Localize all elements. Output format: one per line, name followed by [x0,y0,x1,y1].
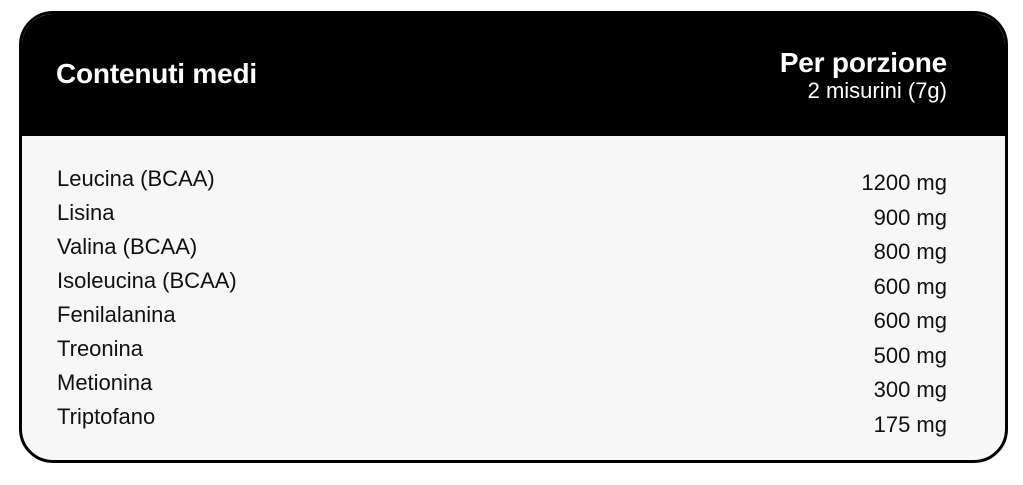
table-row-name: Leucina (BCAA) [57,166,215,191]
header-right-title: Per porzione [779,47,947,78]
header-left-title: Contenuti medi [56,58,257,89]
table-row-value: 600 mg [873,273,947,299]
table-row-value: 300 mg [873,377,947,402]
ingredient-names: Leucina (BCAA) Lisina Valina (BCAA) Isol… [57,162,237,434]
table-row-name: Valina (BCAA) [57,234,198,259]
table-row-name: Treonina [57,336,144,361]
table-row-value: 900 mg [873,204,947,230]
header-right: Per porzione 2 misurini (7g) [780,47,947,103]
table-row-name: Metionina [57,370,153,395]
table-row-value: 800 mg [873,239,947,264]
table-row-value: 175 mg [873,411,947,437]
table-row-value: 1200 mg [861,170,947,195]
table-row-value: 600 mg [873,308,947,333]
header-right-subtitle: 2 misurini (7g) [807,78,947,103]
table-row-name: Fenilalanina [57,302,176,327]
ingredient-values: 1200 mg 900 mg 800 mg 600 mg 600 mg 500 … [861,166,947,442]
table-row-name: Isoleucina (BCAA) [57,268,237,293]
nutrition-table: Contenuti medi Per porzione 2 misurini (… [19,11,1008,463]
table-row-name: Lisina [57,200,115,225]
table-row-value: 500 mg [873,342,947,368]
table-header: Contenuti medi Per porzione 2 misurini (… [22,14,1005,136]
table-row-name: Triptofano [57,404,156,429]
